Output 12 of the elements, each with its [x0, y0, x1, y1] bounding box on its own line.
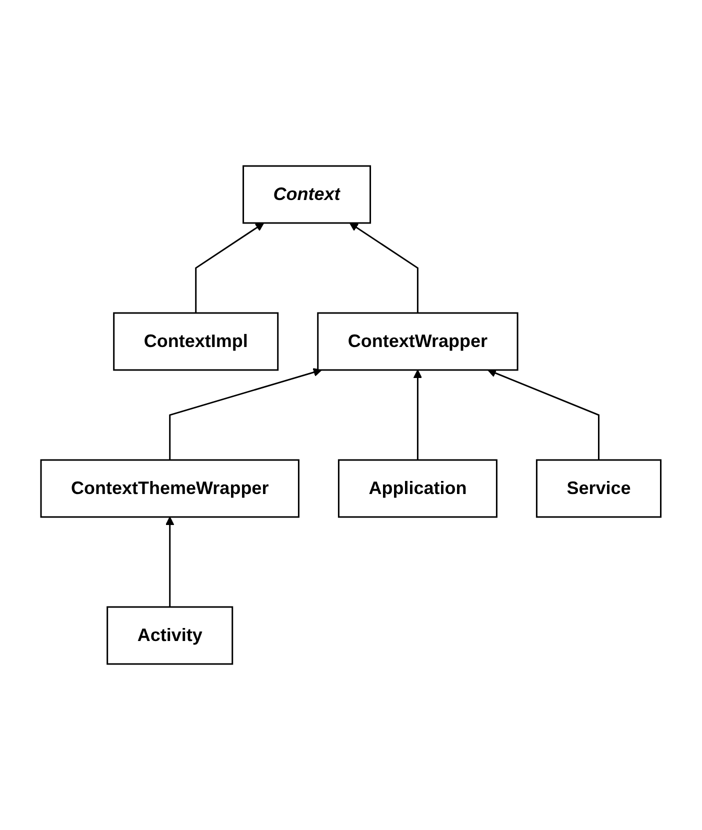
node-box: Activity: [106, 606, 234, 665]
node-box: Service: [536, 459, 662, 518]
arrow: [166, 516, 174, 607]
node-box: ContextWrapper: [317, 312, 518, 371]
node-box: Application: [338, 459, 498, 518]
arrow: [413, 370, 422, 460]
node-box: ContextImpl: [113, 312, 279, 371]
arrow: [488, 368, 600, 460]
arrow: [169, 368, 322, 460]
arrow: [195, 222, 264, 313]
node-box: ContextThemeWrapper: [40, 459, 300, 518]
arrow: [350, 222, 419, 313]
